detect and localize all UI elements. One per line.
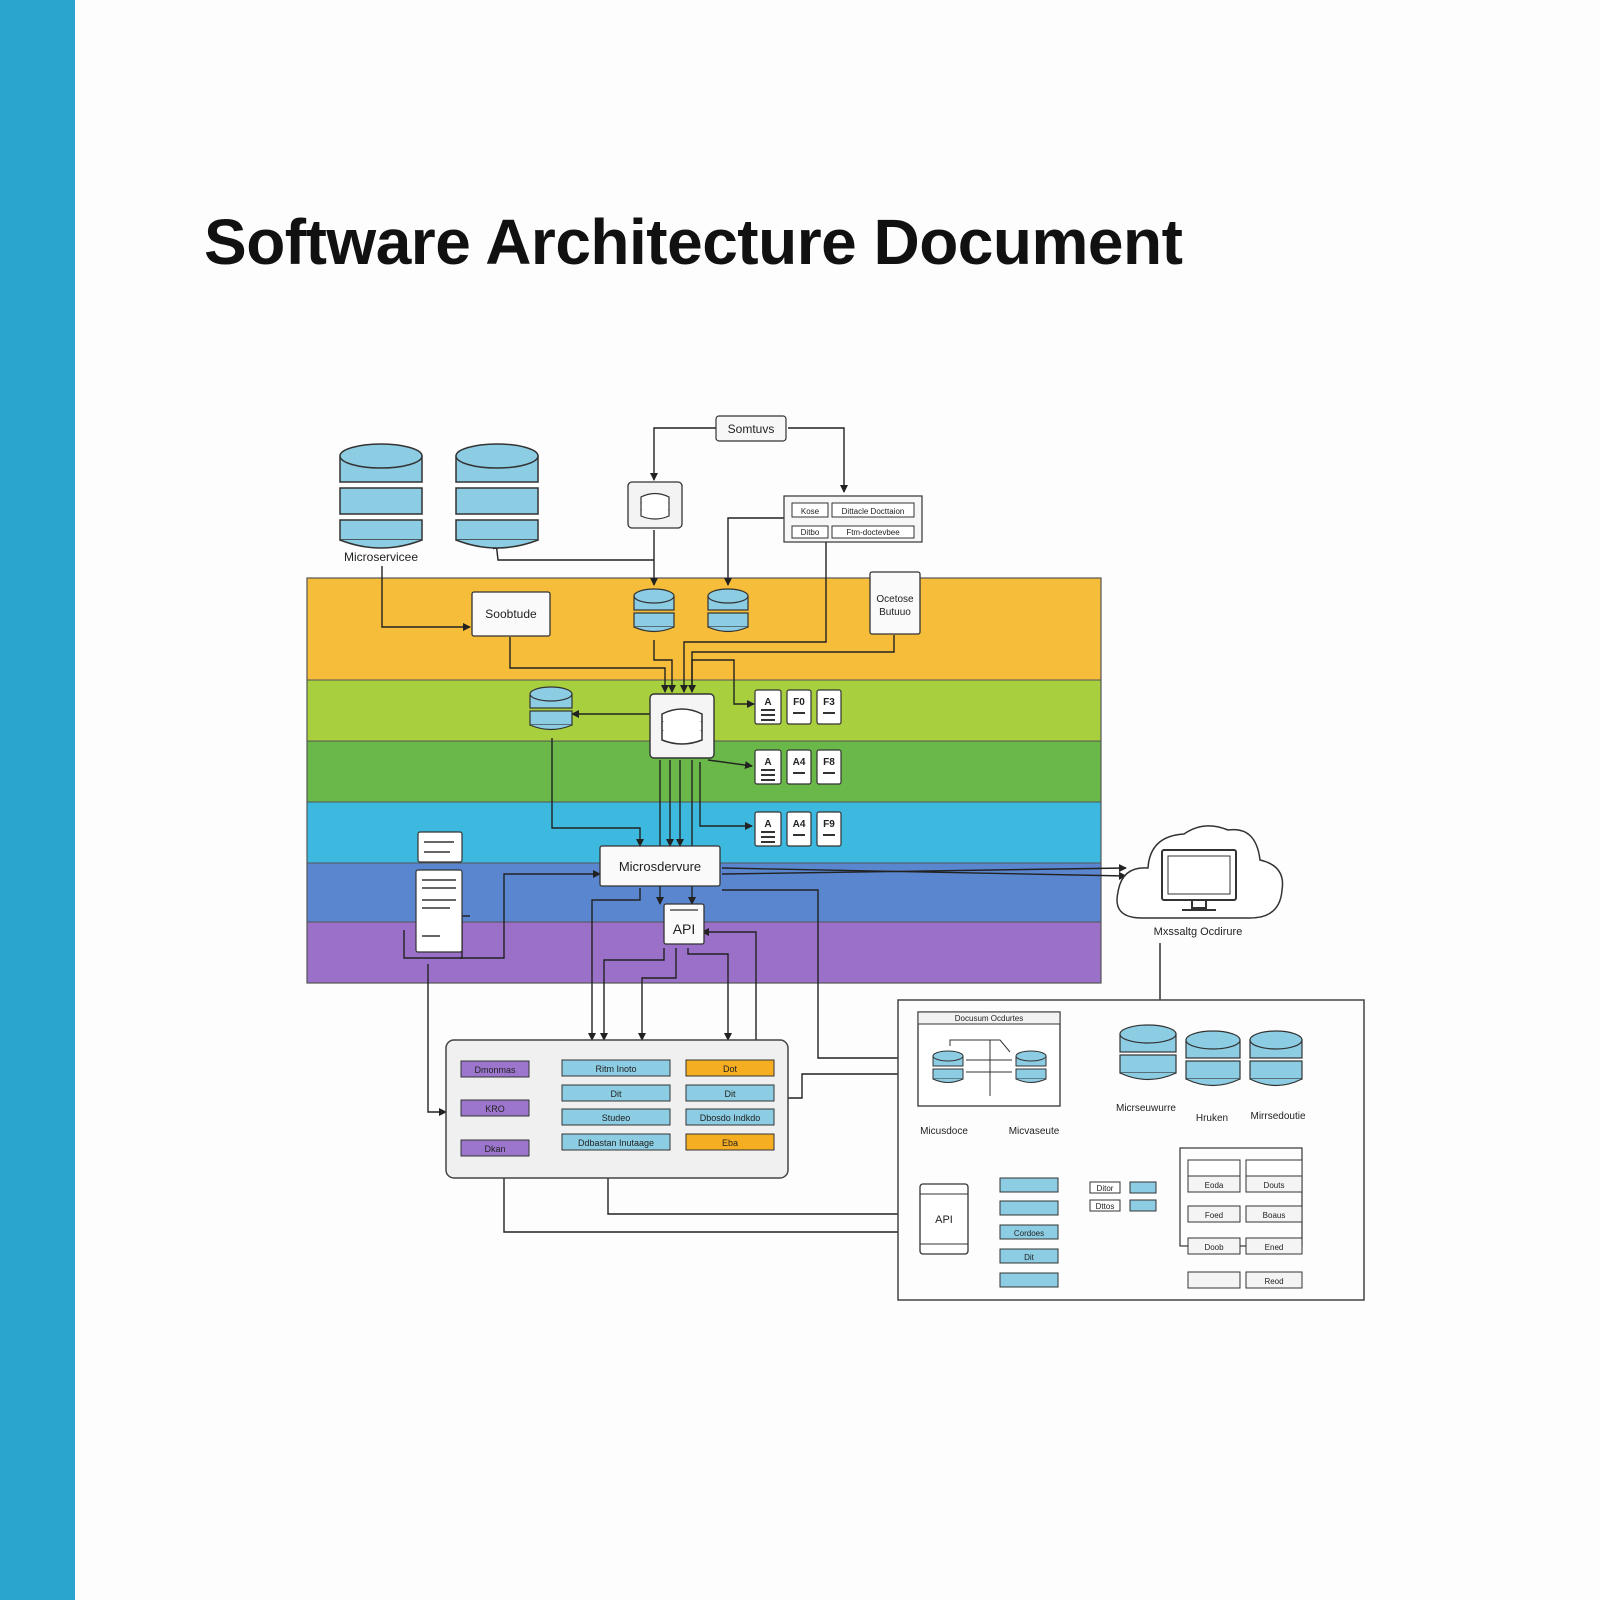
- panel-chip: Dot: [723, 1064, 738, 1074]
- service-box-label: Soobtude: [485, 607, 537, 621]
- panel-chip: KRO: [485, 1104, 505, 1114]
- database-icon: [1249, 1030, 1303, 1087]
- panel-chip: Dit: [611, 1089, 622, 1099]
- api-chip: Dit: [1024, 1253, 1035, 1262]
- database-icon: [707, 588, 749, 633]
- api-panel-label: API: [935, 1214, 953, 1226]
- icon-label: F9: [823, 819, 835, 830]
- right-box-line: Butuuo: [879, 607, 911, 618]
- layer-bands: [306, 577, 1102, 984]
- panel-chip: Eba: [722, 1138, 738, 1148]
- api-box: API: [663, 903, 705, 945]
- server-stack-icon: [627, 481, 683, 529]
- db-label: Micrseuwurre: [1116, 1103, 1176, 1114]
- icon-label: F8: [823, 757, 835, 768]
- api-label: API: [673, 921, 696, 937]
- panel-chip: Dit: [725, 1089, 736, 1099]
- table-cell: Dittacle Docttaion: [842, 507, 905, 516]
- db-label: Hruken: [1196, 1113, 1228, 1124]
- database-icon: [633, 588, 675, 633]
- panel-chip: Ritm Inoto: [595, 1064, 636, 1074]
- service-box: Soobtude: [471, 591, 551, 637]
- panel-chip: Studeo: [602, 1113, 631, 1123]
- icon-label: A4: [793, 819, 806, 830]
- db-label: Mirrsedoutie: [1250, 1111, 1305, 1122]
- panel-chip: Dmonmas: [474, 1065, 516, 1075]
- inner-label: Micvaseute: [1009, 1126, 1060, 1137]
- left-panel: Dmonmas KRO Dkan Ritm Inoto Dit Studeo D…: [445, 1039, 789, 1179]
- right-box-line: Ocetose: [876, 594, 914, 605]
- api-chip: Cordoes: [1014, 1229, 1044, 1238]
- right-panel: Docusum Ocdurtes Micusdoce Micvaseute: [897, 999, 1365, 1301]
- icon-row-2: A A4 F8: [754, 749, 842, 785]
- microservice-box: Microsdervure: [599, 845, 721, 887]
- grid-cell: Foed: [1205, 1211, 1223, 1220]
- central-hub-icon: [649, 693, 715, 759]
- layer-band-1: [307, 578, 1101, 680]
- icon-row-1: A F0 F3: [754, 689, 842, 725]
- inner-title: Docusum Ocdurtes: [955, 1014, 1023, 1023]
- right-service-box: Ocetose Butuuo: [869, 571, 921, 635]
- document-icon: [415, 831, 463, 953]
- sidebar-accent-bar: [0, 0, 75, 1600]
- small-label: Dttos: [1096, 1202, 1115, 1211]
- panel-chip: Dkan: [484, 1144, 505, 1154]
- grid-cell: Doob: [1204, 1243, 1224, 1252]
- small-label: Ditor: [1097, 1184, 1114, 1193]
- icon-row-3: A A4 F9: [754, 811, 842, 847]
- icon-label: A: [764, 757, 771, 768]
- microservice-label: Microsdervure: [619, 859, 701, 874]
- table-cell: Ftm-doctevbee: [846, 528, 900, 537]
- database-icon: [455, 443, 539, 549]
- top-box-label: Somtuvs: [728, 422, 775, 436]
- database-icon: [1119, 1024, 1177, 1081]
- top-db-label: Microservicee: [344, 550, 418, 564]
- grid-cell: Boaus: [1263, 1211, 1286, 1220]
- icon-label: A4: [793, 757, 806, 768]
- top-table: Kose Dittacle Docttaion Ditbo Ftm-doctev…: [783, 495, 923, 543]
- icon-label: F3: [823, 697, 835, 708]
- page-title: Software Architecture Document: [204, 206, 1183, 278]
- inner-label: Micusdoce: [920, 1126, 968, 1137]
- icon-label: A: [764, 819, 771, 830]
- database-icon: [1185, 1030, 1241, 1087]
- icon-label: F0: [793, 697, 805, 708]
- panel-chip: Dbosdo Indkdo: [700, 1113, 761, 1123]
- table-cell: Kose: [801, 507, 820, 516]
- panel-chip: Ddbastan Inutaage: [578, 1138, 654, 1148]
- top-service-box: Somtuvs: [715, 415, 787, 442]
- database-icon: [529, 686, 573, 731]
- grid-cell: Ened: [1265, 1243, 1284, 1252]
- grid-cell: Reod: [1264, 1277, 1283, 1286]
- table-cell: Ditbo: [801, 528, 820, 537]
- grid-cell: Douts: [1264, 1181, 1285, 1190]
- grid-cell: Eoda: [1205, 1181, 1224, 1190]
- cloud-computer-icon: Mxssaltg Ocdirure: [1116, 825, 1284, 938]
- database-icon: [339, 443, 423, 549]
- cloud-label: Mxssaltg Ocdirure: [1154, 926, 1243, 938]
- icon-label: A: [764, 697, 771, 708]
